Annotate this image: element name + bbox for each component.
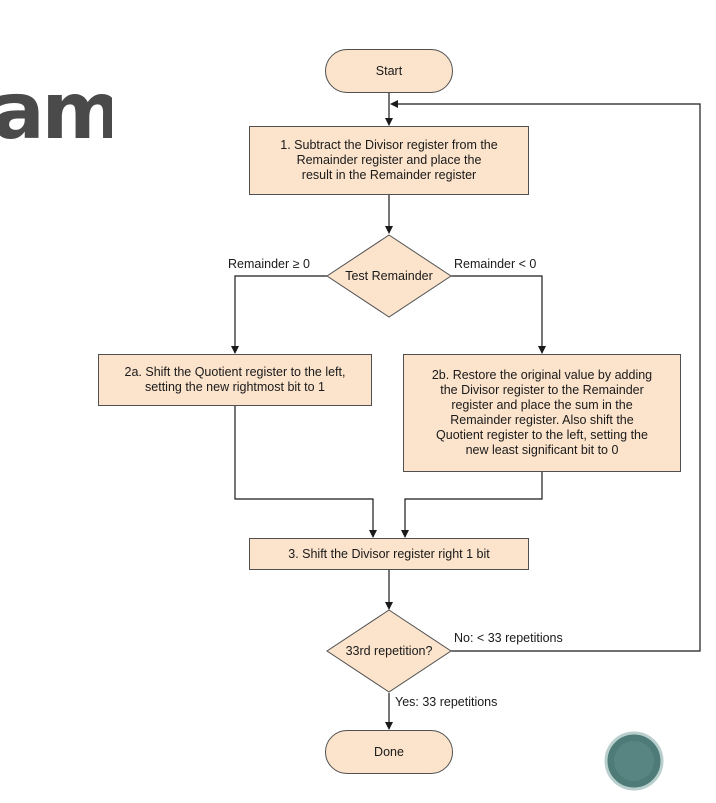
step2b-line-5: Quotient register to the left, setting t… (436, 428, 648, 442)
label-no-loop: No: < 33 repetitions (454, 631, 563, 645)
step2b-line-2: the Divisor register to the Remainder (440, 383, 644, 397)
label-remainder-ge-prefix: Remainder (228, 257, 293, 271)
decision-test-remainder-shape (326, 234, 452, 318)
node-step2a: 2a. Shift the Quotient register to the l… (98, 354, 372, 406)
step1-line-2: Remainder register and place the (296, 153, 482, 167)
step2b-line-3: register and place the sum in the (451, 398, 633, 412)
label-remainder-ge-symbol: ≥ (292, 257, 300, 271)
label-remainder-ge-value: 0 (299, 257, 310, 271)
decision-repetition-shape (326, 609, 452, 693)
step2b-line-6: new least significant bit to 0 (465, 443, 619, 457)
edge-step2b-to-step3 (401, 472, 543, 538)
slide-title-fragment: am (0, 72, 112, 152)
edge-test-to-step2a (231, 275, 327, 354)
edge-step2a-to-step3 (234, 406, 377, 538)
step2a-line-2: setting the new rightmost bit to 1 (145, 380, 325, 394)
node-start: Start (325, 49, 453, 93)
edge-loop-back (390, 100, 701, 652)
node-step2b: 2b. Restore the original value by adding… (403, 354, 681, 472)
step2b-line-4: Remainder register. Also shift the (450, 413, 634, 427)
decision-repetition-label: 33rd repetition? (346, 644, 433, 658)
step1-line-1: 1. Subtract the Divisor register from th… (280, 138, 498, 152)
label-remainder-lt-zero: Remainder < 0 (454, 257, 537, 271)
step1-line-3: result in the Remainder register (301, 168, 477, 182)
decision-test-remainder-label: Test Remainder (345, 269, 433, 283)
step2a-line-1: 2a. Shift the Quotient register to the l… (124, 365, 346, 379)
edge-test-to-step2b (451, 275, 546, 354)
node-step1: 1. Subtract the Divisor register from th… (249, 126, 529, 195)
node-step3: 3. Shift the Divisor register right 1 bi… (249, 538, 529, 570)
label-yes-done: Yes: 33 repetitions (395, 695, 498, 709)
step2b-line-1: 2b. Restore the original value by adding (431, 368, 653, 382)
node-done: Done (325, 730, 453, 774)
label-remainder-ge-zero: Remainder ≥ 0 (228, 257, 310, 271)
